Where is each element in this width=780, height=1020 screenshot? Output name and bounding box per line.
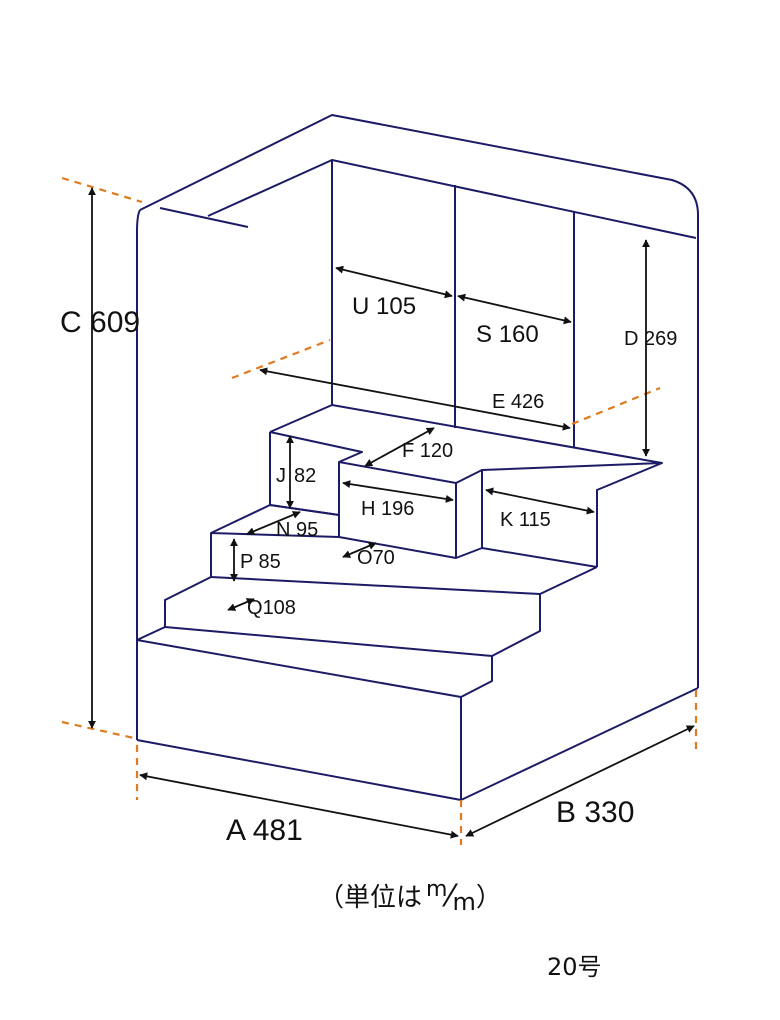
arrow-o bbox=[342, 542, 377, 558]
step-lower bbox=[164, 576, 541, 657]
label-n: N 95 bbox=[276, 519, 318, 541]
dimension-arrows bbox=[88, 187, 695, 839]
arrow-s bbox=[457, 293, 572, 325]
label-d: D 269 bbox=[624, 328, 677, 350]
arrow-u bbox=[335, 265, 453, 299]
arrow-f bbox=[364, 427, 435, 467]
label-s: S 160 bbox=[476, 321, 539, 348]
dimension-labels: C 609 A 481 B 330 D 269 U 105 S 160 E 42… bbox=[60, 293, 677, 847]
label-h: H 196 bbox=[361, 498, 414, 520]
arrow-b bbox=[465, 725, 695, 837]
label-k: K 115 bbox=[500, 509, 551, 531]
block-j bbox=[269, 404, 363, 515]
arrow-n bbox=[246, 511, 301, 535]
label-q: Q108 bbox=[247, 597, 296, 619]
arrow-e bbox=[259, 367, 571, 431]
left-wall bbox=[136, 209, 141, 740]
base-front bbox=[136, 687, 699, 801]
arrow-k bbox=[485, 487, 595, 515]
outer-top-edge bbox=[139, 114, 699, 688]
label-o: O70 bbox=[357, 547, 395, 569]
step-bottom bbox=[136, 600, 493, 800]
arrow-h bbox=[342, 480, 454, 503]
label-f: F 120 bbox=[402, 440, 453, 462]
label-b: B 330 bbox=[556, 796, 634, 829]
block-h bbox=[269, 461, 663, 568]
arrow-a bbox=[139, 772, 459, 839]
label-e: E 426 bbox=[492, 391, 544, 413]
label-c: C 609 bbox=[60, 306, 140, 339]
arrow-q bbox=[227, 598, 255, 611]
top-left-rim bbox=[159, 207, 249, 228]
inner-top-edge bbox=[207, 159, 697, 239]
label-a: A 481 bbox=[226, 814, 303, 847]
label-u: U 105 bbox=[352, 293, 416, 320]
label-p: P 85 bbox=[240, 551, 281, 573]
model-number: 20号 bbox=[547, 953, 602, 981]
